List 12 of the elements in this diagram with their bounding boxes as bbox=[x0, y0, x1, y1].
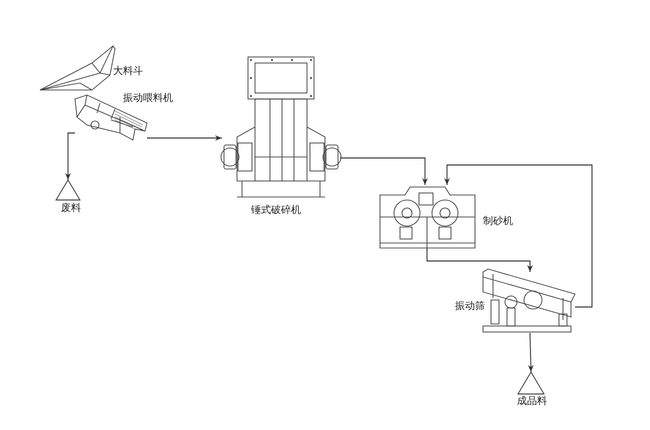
material-label: 废料 bbox=[61, 203, 81, 215]
machine-label: 制砂机 bbox=[483, 216, 513, 228]
flow-arrow bbox=[340, 158, 428, 186]
machine-label: 锤式破碎机 bbox=[251, 205, 301, 217]
machine-label: 振动喂料机 bbox=[123, 93, 173, 105]
flow-arrow bbox=[65, 132, 76, 180]
flow-arrow bbox=[528, 332, 534, 372]
flow-arrow bbox=[146, 135, 222, 141]
machine-label: 振动筛 bbox=[455, 301, 485, 313]
machine-label: 大料斗 bbox=[113, 66, 143, 78]
material-label: 成品料 bbox=[517, 396, 547, 408]
flow-arrow bbox=[426, 248, 533, 272]
